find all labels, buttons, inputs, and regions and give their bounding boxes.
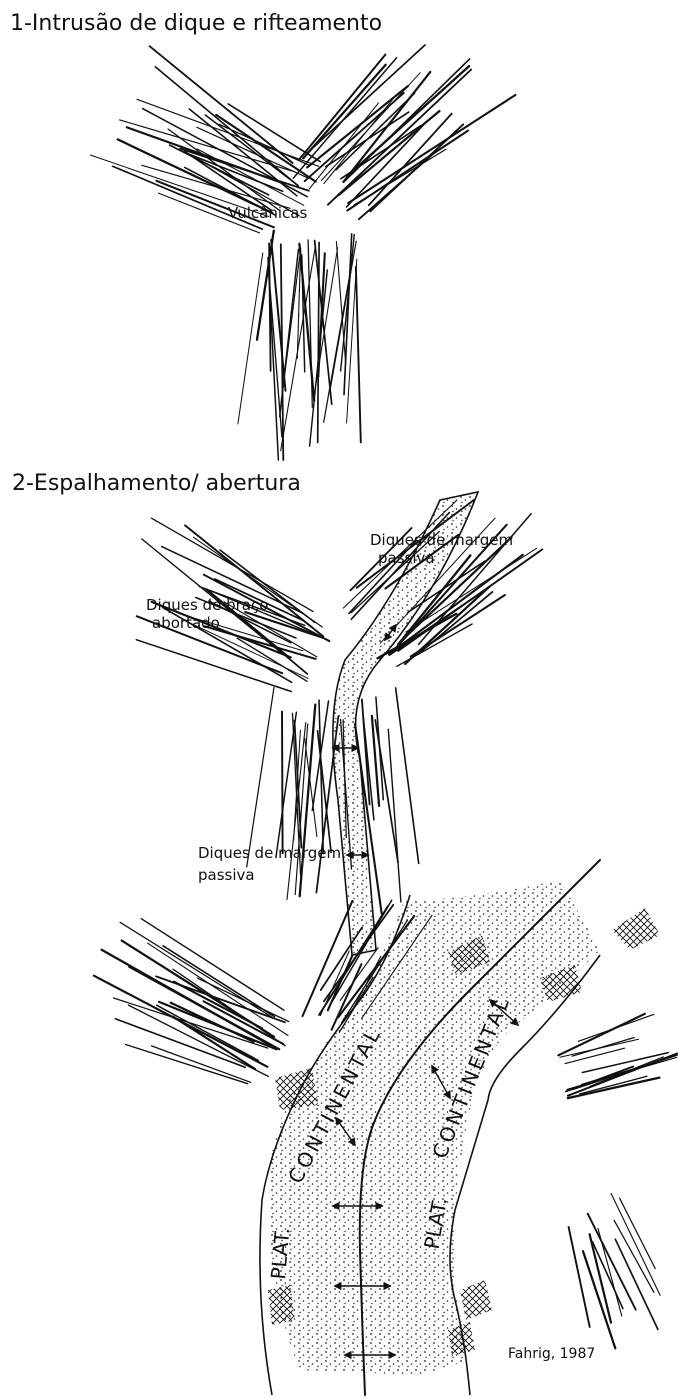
dyke-line — [569, 1227, 590, 1327]
dyke-line — [341, 235, 355, 371]
dyke-line — [126, 1045, 248, 1084]
dyke-line — [558, 1014, 644, 1056]
dyke-line — [588, 1214, 636, 1310]
dyke-line — [568, 1078, 660, 1099]
dyke-line — [331, 241, 357, 388]
panel-2: 2-Espalhamento/ abertura Diques de braço… — [12, 471, 542, 955]
dyke-line — [324, 95, 397, 184]
dyke-line — [359, 151, 437, 219]
credit-text: Fahrig, 1987 — [508, 1346, 595, 1362]
dyke-line — [344, 234, 352, 395]
dyke-line — [356, 267, 361, 443]
panel-2-heading: 2-Espalhamento/ abertura — [12, 471, 301, 496]
shelf-left-label-a: PLAT. — [266, 1227, 294, 1281]
dyke-line — [238, 253, 263, 424]
crosshatch-area — [275, 1068, 318, 1110]
crosshatch-area — [460, 1280, 492, 1320]
dyke-line — [614, 1220, 654, 1292]
panel-3: PLAT. CONTINENTAL PLAT. CONTINENTAL Fahr… — [94, 860, 677, 1395]
passive-lower-label-line-1: Diques de margem — [198, 844, 341, 862]
dyke-line — [205, 626, 316, 659]
crosshatch-area — [612, 908, 660, 950]
passive-lower-label-line-2: passiva — [198, 866, 255, 884]
panel-1: 1-Intrusão de dique e rifteamento Vulcân… — [10, 11, 515, 460]
panel-1-heading: 1-Intrusão de dique e rifteamento — [10, 11, 382, 36]
volcanics-label: Vulcânicas — [228, 204, 307, 222]
dyke-line — [568, 1054, 677, 1096]
dyke-line — [348, 95, 515, 203]
failed-arm-label-line-2: abortado — [152, 614, 220, 632]
failed-arm-label-line-1: Diques de braço — [146, 596, 268, 614]
dyke-line — [247, 687, 274, 867]
dyke-line — [566, 1067, 633, 1092]
dyke-line — [578, 1014, 653, 1041]
dyke-line — [583, 1251, 615, 1348]
passive-upper-label-line-1: Diques de margem — [370, 531, 513, 549]
panel-1-dyke-swarm — [90, 45, 515, 460]
dyke-line — [157, 1005, 259, 1060]
dyke-line — [282, 712, 283, 854]
passive-upper-label-line-2: passiva — [378, 549, 435, 567]
dyke-line — [396, 688, 419, 864]
dyke-line — [336, 93, 415, 170]
dyke-line — [168, 129, 280, 211]
